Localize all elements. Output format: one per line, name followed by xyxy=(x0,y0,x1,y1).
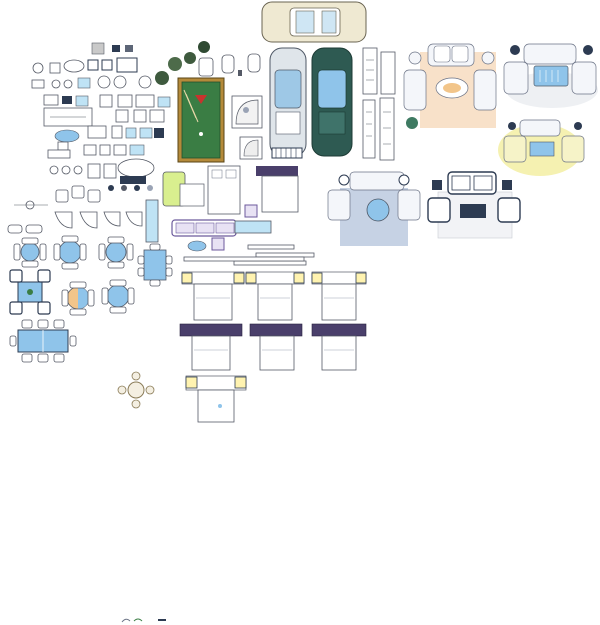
bed-set-single xyxy=(185,375,247,423)
living-room-peach-icon xyxy=(403,43,497,128)
small-fixtures-cluster xyxy=(31,42,171,184)
door-swing-icon xyxy=(7,200,143,234)
toilet-icon xyxy=(198,53,261,77)
radiator-icon xyxy=(271,147,303,159)
living-room-blue-icon xyxy=(327,171,421,246)
rail-icon xyxy=(183,244,315,266)
car-top-icon xyxy=(261,1,367,43)
billiard-table-icon xyxy=(177,77,225,163)
car-green-icon xyxy=(311,47,353,157)
sofa-icon xyxy=(145,171,272,252)
shelving-icon xyxy=(362,47,396,161)
living-room-yellow-icon xyxy=(498,119,585,176)
living-room-navy-icon xyxy=(427,171,521,239)
bathtub-icon xyxy=(231,95,263,160)
bed-set-row-2 xyxy=(179,323,367,371)
chair-icon xyxy=(55,185,153,203)
dining-table-icon xyxy=(9,235,173,409)
living-room-gray-icon xyxy=(503,43,598,108)
bed-set-row-1 xyxy=(181,271,367,321)
bed-icon xyxy=(207,165,299,215)
small-fixtures-bottom xyxy=(121,618,166,623)
car-silver-icon xyxy=(269,47,307,157)
